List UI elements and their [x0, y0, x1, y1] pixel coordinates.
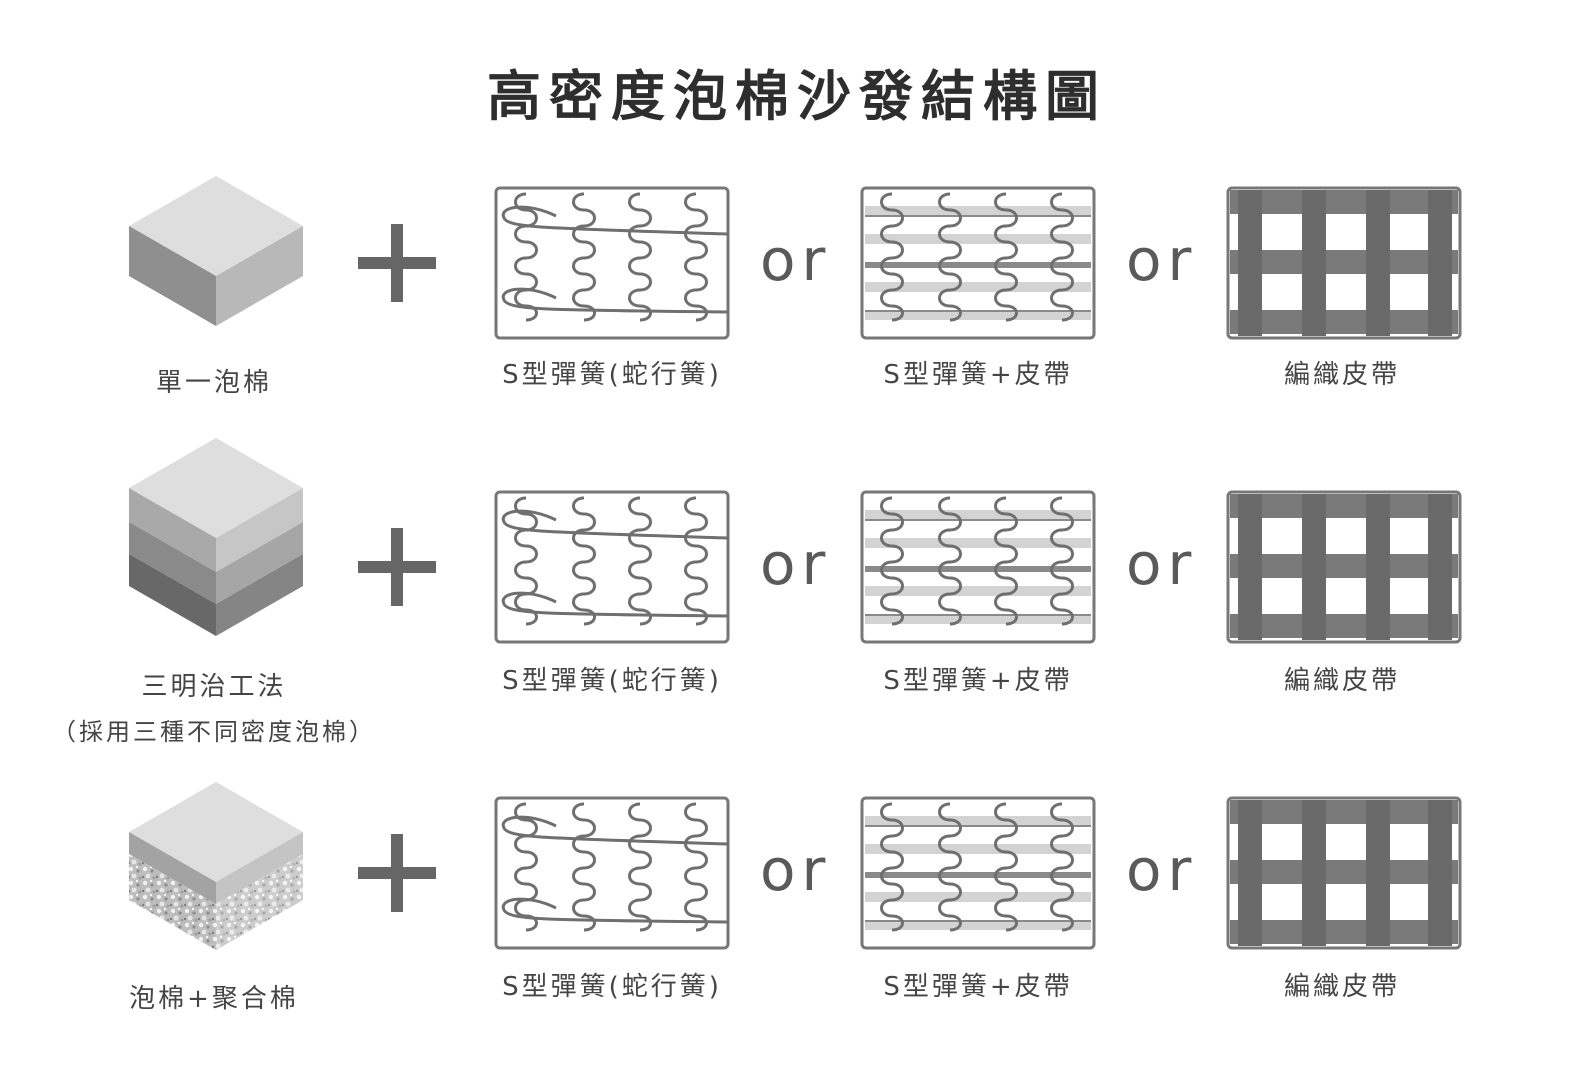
- or-connector: or: [760, 226, 832, 294]
- option-label: S型彈簧+皮帶: [883, 666, 1073, 696]
- plus-icon: [358, 834, 436, 912]
- foam-cube-single: [129, 176, 303, 326]
- option-label: S型彈簧+皮帶: [883, 972, 1073, 1002]
- s-spring-panel: [494, 796, 730, 950]
- foam-label: 三明治工法: [141, 672, 287, 702]
- or-connector: or: [760, 530, 832, 598]
- option-label: S型彈簧+皮帶: [883, 360, 1073, 390]
- option-label: 編織皮帶: [1283, 972, 1400, 1002]
- option-label: 編織皮帶: [1283, 360, 1400, 390]
- s-spring-panel: [494, 490, 730, 644]
- foam-cube-sandwich: [129, 438, 303, 636]
- or-connector: or: [1126, 836, 1198, 904]
- s-spring-belt-panel: [860, 490, 1096, 644]
- option-label: S型彈簧(蛇行簧): [502, 666, 722, 696]
- option-label: S型彈簧(蛇行簧): [502, 972, 722, 1002]
- option-label: 編織皮帶: [1283, 666, 1400, 696]
- s-spring-panel: [494, 186, 730, 340]
- plus-icon: [358, 528, 436, 606]
- or-connector: or: [760, 836, 832, 904]
- foam-label: 泡棉+聚合棉: [129, 984, 299, 1014]
- foam-sublabel: （採用三種不同密度泡棉）: [52, 718, 376, 746]
- foam-cube-fiber: [129, 782, 303, 950]
- s-spring-belt-panel: [860, 186, 1096, 340]
- or-connector: or: [1126, 530, 1198, 598]
- woven-belt-panel: [1226, 186, 1462, 340]
- page-title: 高密度泡棉沙發結構圖: [487, 65, 1107, 128]
- woven-belt-panel: [1226, 796, 1462, 950]
- option-label: S型彈簧(蛇行簧): [502, 360, 722, 390]
- s-spring-belt-panel: [860, 796, 1096, 950]
- or-connector: or: [1126, 226, 1198, 294]
- woven-belt-panel: [1226, 490, 1462, 644]
- plus-icon: [358, 224, 436, 302]
- foam-label: 單一泡棉: [155, 368, 272, 398]
